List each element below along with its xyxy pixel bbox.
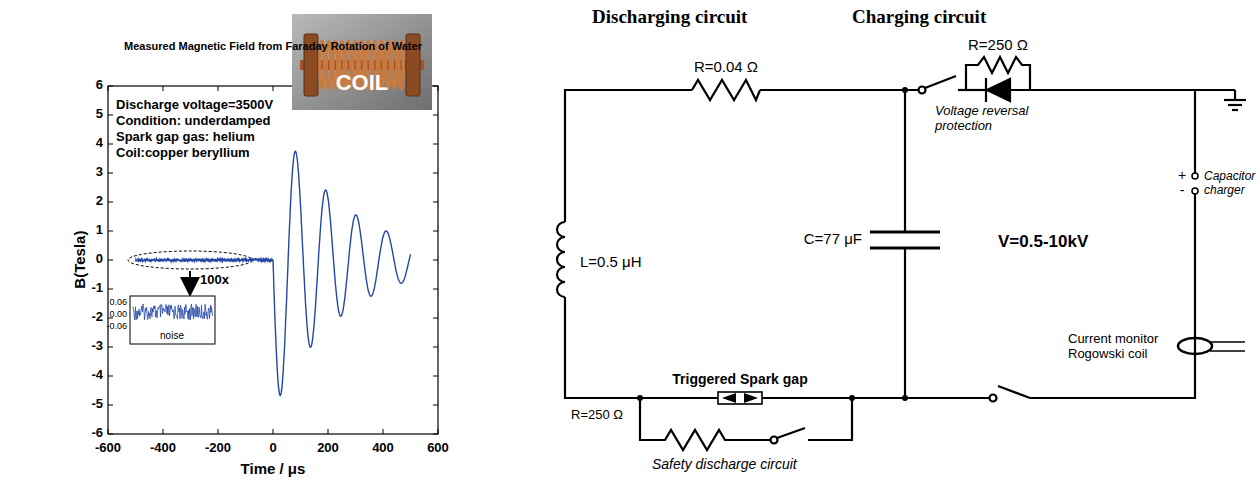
component-value: R=250 Ω bbox=[571, 408, 623, 423]
inset-tick: -0.06 bbox=[106, 321, 127, 331]
component-value: L=0.5 μH bbox=[580, 253, 642, 270]
zoom-factor: 100x bbox=[200, 273, 229, 288]
axis-ticks bbox=[108, 86, 438, 434]
chart-title: Measured Magnetic Field from Faraday Rot… bbox=[124, 40, 422, 53]
y-tick-label: -2 bbox=[91, 310, 103, 325]
terminal-sign: + bbox=[1178, 167, 1186, 183]
component-note: Current monitor Rogowski coil bbox=[1068, 332, 1173, 362]
x-tick-label: -600 bbox=[95, 441, 121, 456]
component-value: C=77 μF bbox=[804, 230, 862, 247]
section-heading: Discharging circuit bbox=[592, 6, 747, 28]
x-tick-label: 400 bbox=[372, 441, 394, 456]
component-value: R=250 Ω bbox=[968, 36, 1028, 53]
component-note: Safety discharge circuit bbox=[652, 456, 797, 472]
y-tick-label: -4 bbox=[91, 368, 103, 383]
y-tick-label: 2 bbox=[96, 194, 103, 209]
component-note: Capacitor charger bbox=[1204, 170, 1259, 198]
y-tick-label: 6 bbox=[96, 78, 103, 93]
y-tick-label: 4 bbox=[96, 136, 103, 151]
inset-tick: 0.00 bbox=[109, 309, 127, 319]
junction-dots bbox=[637, 87, 908, 401]
component-name: Triggered Spark gap bbox=[672, 371, 807, 387]
photo-label: COIL bbox=[336, 70, 389, 95]
y-tick-label: -6 bbox=[91, 426, 103, 441]
x-tick-label: 0 bbox=[269, 441, 276, 456]
y-tick-label: -3 bbox=[91, 339, 103, 354]
y-tick-label: -5 bbox=[91, 397, 103, 412]
chart-frame bbox=[108, 86, 438, 434]
component-value: R=0.04 Ω bbox=[694, 58, 758, 75]
y-tick-label: 5 bbox=[96, 107, 103, 122]
inset-label: noise bbox=[160, 330, 184, 342]
inset-tick: 0.06 bbox=[109, 297, 127, 307]
terminal-sign: - bbox=[1180, 182, 1185, 198]
supply-voltage: V=0.5-10kV bbox=[998, 232, 1088, 252]
x-tick-label: 600 bbox=[427, 441, 449, 456]
y-tick-label: 0 bbox=[96, 252, 103, 267]
component-note: Voltage reversal protection bbox=[935, 104, 1065, 134]
x-axis-title: Time / μs bbox=[241, 460, 306, 477]
section-heading: Charging circuit bbox=[852, 6, 986, 28]
circuit-wires bbox=[557, 57, 1246, 450]
y-tick-label: 1 bbox=[96, 223, 103, 238]
y-axis-title: B(Tesla) bbox=[71, 231, 88, 289]
chart-note: Discharge voltage=3500V bbox=[116, 98, 273, 113]
chart-note: Coil:copper beryllium bbox=[116, 146, 250, 161]
x-tick-label: -200 bbox=[205, 441, 231, 456]
inset-noise bbox=[133, 304, 213, 320]
inset-frame bbox=[130, 296, 215, 344]
chart-note: Spark gap gas: helium bbox=[116, 130, 255, 145]
y-tick-label: -1 bbox=[91, 281, 103, 296]
coil-photo bbox=[292, 14, 432, 110]
x-tick-label: 200 bbox=[317, 441, 339, 456]
waveform bbox=[136, 151, 411, 395]
chart-note: Condition: underdamped bbox=[116, 114, 271, 129]
x-tick-label: -400 bbox=[150, 441, 176, 456]
zoom-arrow bbox=[189, 271, 191, 293]
y-tick-label: 3 bbox=[96, 165, 103, 180]
